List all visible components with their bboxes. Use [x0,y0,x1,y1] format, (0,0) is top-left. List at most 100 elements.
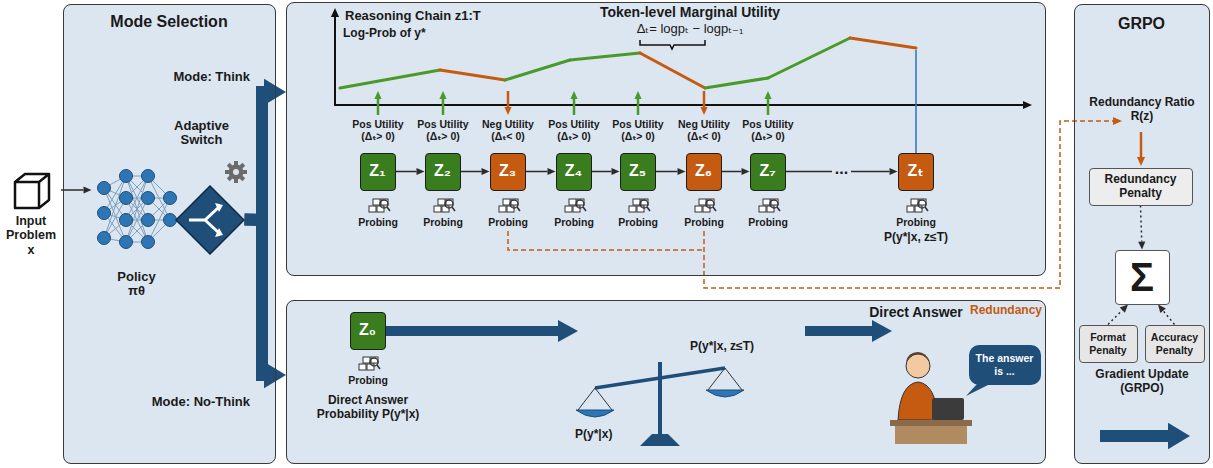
probe-block [369,206,376,212]
log-prob-curve [340,70,440,88]
panel-ground [286,2,1046,276]
connector-line [592,171,612,173]
utility-label: Neg Utility (Δₜ< 0) [476,118,540,142]
probe-block [763,199,770,205]
connector-line [1108,310,1122,324]
probe-block [569,199,576,205]
neg-utility-arrow-head [504,107,511,115]
probe-handle [777,207,780,211]
reasoning-step: Z₂ [425,153,461,191]
pos-utility-arrow [377,99,380,115]
pos-utility-arrow-head [764,91,771,99]
flow-arrow-head [558,320,578,342]
annotation: P(y*|x, z≤T) [690,340,800,354]
probe-block [695,206,702,212]
reasoning-step: Z₆ [686,153,722,191]
arrowhead [264,362,286,388]
update-arrow [1100,430,1168,442]
panel-ground [1074,4,1210,464]
node-label: Redundancy Penalty [1093,173,1189,201]
pos-utility-arrow [442,99,445,115]
redundancy-route-head [1113,117,1122,125]
panel-ground [286,300,1046,464]
connector [396,168,425,175]
network-neuron [141,213,154,226]
network-neuron [163,213,176,226]
pos-utility-arrow [573,99,576,115]
probing-icon [907,199,928,212]
log-prob-curve [850,38,916,48]
gear-body [229,165,244,180]
sum-box: Σ [1115,250,1170,305]
probing-icon [759,199,780,212]
probe-lens [706,200,714,208]
annotation: Mode: Think [140,70,250,85]
neg-utility-arrow [703,91,706,107]
annotation: Δₜ= logpₜ − logpₜ₋₁ [570,22,810,37]
probing-icon [359,357,380,370]
arrowhead [1158,305,1166,313]
adaptive-switch: Adaptive Switch [175,185,245,255]
probing-icon [369,199,390,212]
pos-utility-arrow-head [439,91,446,99]
probe-handle [583,207,586,211]
arrowhead [678,168,686,175]
probe-lens [640,200,648,208]
node-label: Z₂ [434,162,451,180]
redundancy-penalty: Redundancy Penalty [1089,168,1193,206]
scale-pole [658,362,662,436]
connector [245,220,287,389]
node-label: Z₃ [499,162,516,180]
probing-label: Probing [417,216,469,228]
reasoning-step: Z₄ [556,153,592,191]
direct-step: Z₀ [350,312,386,350]
network-neuron [141,169,154,182]
probing-icon [499,199,520,212]
panel-title: Reasoning Chain z1:T [345,9,545,24]
connector [1158,305,1175,325]
pos-utility-arrow-head [374,91,381,99]
node-label: Zₜ [908,162,924,180]
pos-utility-arrow [637,99,640,115]
network-neuron [141,235,154,248]
connector-line [461,171,482,173]
connector [245,79,287,220]
log-prob-curve [705,78,768,88]
annotation: Gradient Update (GRPO) [1087,368,1197,396]
probe-handle [517,207,520,211]
x-axis-head [1023,101,1032,109]
probe-block [633,199,640,205]
panel-ground [63,4,276,464]
probing-icon [434,199,455,212]
probing-label: Probing [612,216,664,228]
node-label: Input Problem x [1,214,61,257]
node-label: Adaptive Switch [165,119,239,149]
node-label: Z₆ [695,162,712,180]
node-label: Z₁ [369,162,385,180]
probe-block [363,357,370,363]
network-neuron [119,169,132,182]
arrowhead [742,168,750,175]
node-label: The answer is ... [973,352,1037,376]
pos-utility-arrow-head [570,91,577,99]
diamond-outline [175,185,245,255]
probe-block [438,199,445,205]
probe-block [699,199,706,205]
scale-strings [578,368,742,410]
probe-handle [377,365,380,369]
probe-block [565,206,572,212]
bubble-tail [966,383,992,396]
y-axis-head [331,8,339,17]
x-axis [334,104,1023,106]
final-probe-line [915,50,917,153]
probe-block [373,199,380,205]
arrowhead [417,168,425,175]
probing-label: Probing [742,216,794,228]
probe-block [911,199,918,205]
probe-handle [925,207,928,211]
redundancy-route [508,231,704,250]
utility-label: Pos Utility (Δₜ> 0) [606,118,670,142]
probe-lens [918,200,926,208]
log-prob-curve [440,70,505,80]
annotation: Mode: No-Think [140,395,250,410]
